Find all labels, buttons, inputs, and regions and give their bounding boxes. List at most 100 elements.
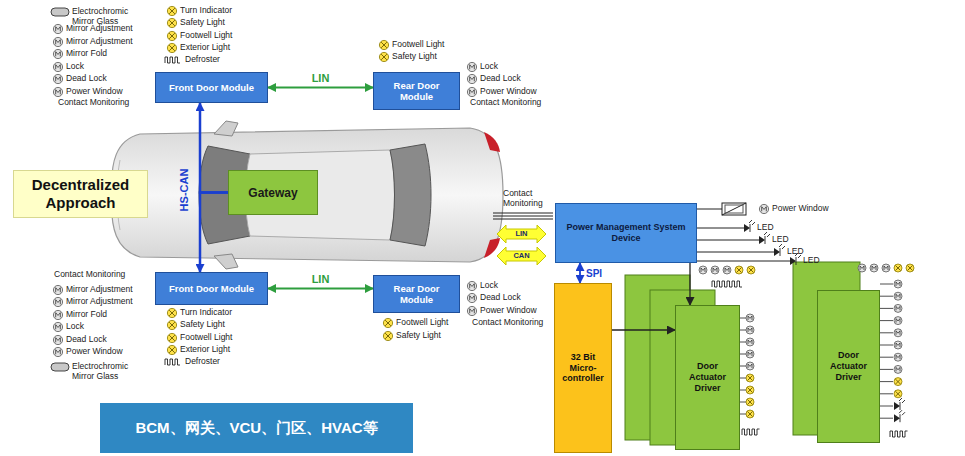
item-label: Safety Light [180, 18, 225, 28]
lamp-icon [379, 52, 388, 61]
motor-icon [894, 304, 902, 312]
text-label: Contact Monitoring [58, 98, 129, 108]
lamp-icon [746, 386, 754, 394]
edge-label: SPI [586, 268, 602, 279]
motor-icon [894, 353, 902, 361]
led-icon [894, 410, 905, 422]
motor-icon [467, 293, 476, 302]
item-label: Power Window [66, 87, 123, 97]
motor-icon [53, 347, 62, 356]
node-text: 32 Bit Micro-controller [559, 352, 607, 384]
node-text: Power Management System Device [560, 222, 692, 244]
motor-icon [723, 266, 731, 274]
window-motor-symbol [722, 203, 746, 215]
item-label: Power Window [480, 87, 537, 97]
motor-icon [53, 74, 62, 83]
lamp-icon [167, 308, 176, 317]
lamp-icon [746, 374, 754, 382]
node-text: Rear Door Module [378, 283, 455, 306]
motor-icon [467, 74, 476, 83]
item-label: Power Window [480, 306, 537, 316]
item-label: Power Window [66, 347, 123, 357]
text-label: Contact Monitoring [472, 318, 543, 328]
module-box: Rear Door Module [373, 72, 460, 110]
text-label: Contact Monitoring [503, 189, 551, 209]
item-label: LED [772, 235, 789, 245]
node-text: Gateway [248, 186, 297, 200]
motor-icon [53, 62, 62, 71]
text-label: LIN [515, 230, 527, 239]
node-text: Rear Door Module [378, 80, 455, 103]
motor-icon [894, 341, 902, 349]
item-label: Safety Light [396, 331, 441, 341]
item-label: Lock [480, 281, 498, 291]
lamp-icon [746, 410, 754, 418]
lamp-icon [894, 264, 902, 272]
lamp-icon [906, 264, 914, 272]
motor-icon [882, 264, 890, 272]
item-label: Turn Indicator [180, 6, 232, 16]
module-box: Rear Door Module [373, 275, 460, 313]
item-label: Exterior Light [180, 43, 230, 53]
node-text: Door Actuator Driver [680, 361, 735, 393]
mirror-glass-icon [51, 8, 69, 16]
connector [268, 87, 373, 89]
motor-icon [53, 87, 62, 96]
motor-icon [467, 87, 476, 96]
item-label: LED [803, 256, 820, 266]
connector [200, 103, 228, 193]
motor-icon [53, 310, 62, 319]
motor-icon [759, 204, 768, 213]
motor-icon [746, 350, 754, 358]
module-box: Front Door Module [155, 72, 268, 103]
motor-icon [699, 266, 707, 274]
node-text: Front Door Module [169, 283, 254, 294]
motor-icon [870, 264, 878, 272]
driver-box: Door Actuator Driver [675, 305, 740, 450]
driver-box: Door Actuator Driver [817, 290, 880, 443]
item-label: Lock [66, 62, 84, 72]
item-label: Footwell Light [180, 333, 232, 343]
edge-label: LIN [312, 273, 330, 285]
defroster-icon [712, 281, 742, 287]
motor-icon [53, 49, 62, 58]
item-label: Dead Lock [66, 335, 107, 345]
item-label: LED [757, 223, 774, 233]
item-label: Mirror Adjustment [66, 297, 133, 307]
connector [689, 263, 690, 305]
edge-label: LIN [312, 72, 330, 84]
item-label: Exterior Light [180, 345, 230, 355]
connector [579, 263, 581, 283]
motor-icon [711, 266, 719, 274]
item-label: Dead Lock [480, 293, 521, 303]
text-label: CAN [513, 252, 529, 261]
motor-icon [858, 264, 866, 272]
led-icon [774, 244, 785, 256]
motor-icon [894, 292, 902, 300]
lamp-icon [383, 318, 392, 327]
item-label: Mirror Fold [66, 310, 107, 320]
item-label: Footwell Light [392, 40, 444, 50]
node-text: Front Door Module [169, 82, 254, 93]
text-label: Contact Monitoring [54, 270, 125, 280]
item-label: Mirror Fold [66, 49, 107, 59]
motor-icon [53, 335, 62, 344]
item-label: Mirror Adjustment [66, 37, 133, 47]
motor-icon [467, 62, 476, 71]
lamp-icon [746, 398, 754, 406]
defroster-icon [890, 431, 908, 437]
item-label: Lock [66, 322, 84, 332]
lamp-icon [747, 266, 755, 274]
item-label: LED [787, 247, 804, 257]
item-label: Defroster [185, 55, 220, 65]
item-label: Turn Indicator [180, 308, 232, 318]
motor-icon [53, 297, 62, 306]
module-box: Front Door Module [155, 272, 268, 305]
item-label: Dead Lock [66, 74, 107, 84]
motor-icon [467, 281, 476, 290]
motor-icon [746, 338, 754, 346]
lamp-icon [167, 31, 176, 40]
node-text: BCM、网关、VCU、门区、HVAC等 [135, 418, 377, 438]
item-label: Safety Light [180, 320, 225, 330]
